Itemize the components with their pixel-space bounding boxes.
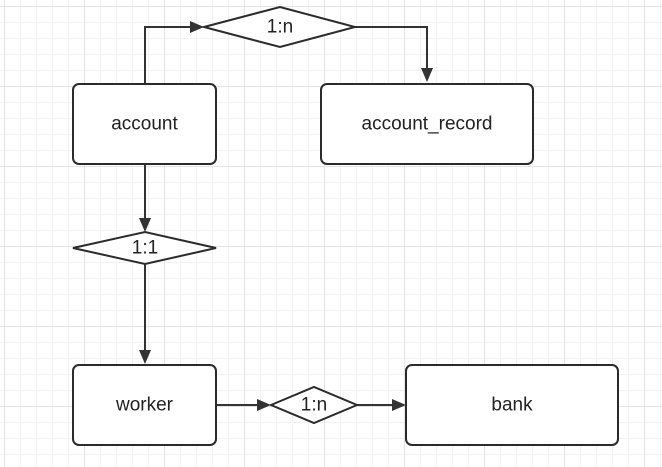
- relationship-worker-bank[interactable]: 1:n: [268, 385, 360, 425]
- arrowhead-account-record-in: [421, 68, 433, 82]
- entity-account[interactable]: account: [72, 83, 217, 165]
- relationship-worker-bank-label: 1:n: [301, 395, 327, 416]
- entity-account-label: account: [111, 114, 178, 135]
- relationship-account-account-record[interactable]: 1:n: [200, 5, 359, 49]
- arrowhead-rel-mid-in: [139, 218, 151, 232]
- entity-worker[interactable]: worker: [72, 364, 217, 446]
- arrowhead-worker-in: [139, 350, 151, 364]
- relationship-account-worker[interactable]: 1:1: [72, 230, 217, 266]
- entity-bank-label: bank: [491, 395, 533, 416]
- arrowhead-bank-in: [392, 399, 406, 411]
- entity-account-record-label: account_record: [362, 114, 493, 135]
- edge-rel-top-to-account-record: [355, 26, 428, 70]
- entity-bank[interactable]: bank: [405, 364, 619, 446]
- arrowhead-rel-bottom-in: [257, 399, 271, 411]
- relationship-account-worker-label: 1:1: [132, 238, 158, 259]
- entity-worker-label: worker: [115, 395, 174, 416]
- edge-account-to-rel-top: [144, 26, 192, 84]
- entity-account-record[interactable]: account_record: [320, 83, 534, 165]
- arrowhead-rel-top-in: [190, 21, 204, 33]
- relationship-account-account-record-label: 1:n: [267, 17, 293, 38]
